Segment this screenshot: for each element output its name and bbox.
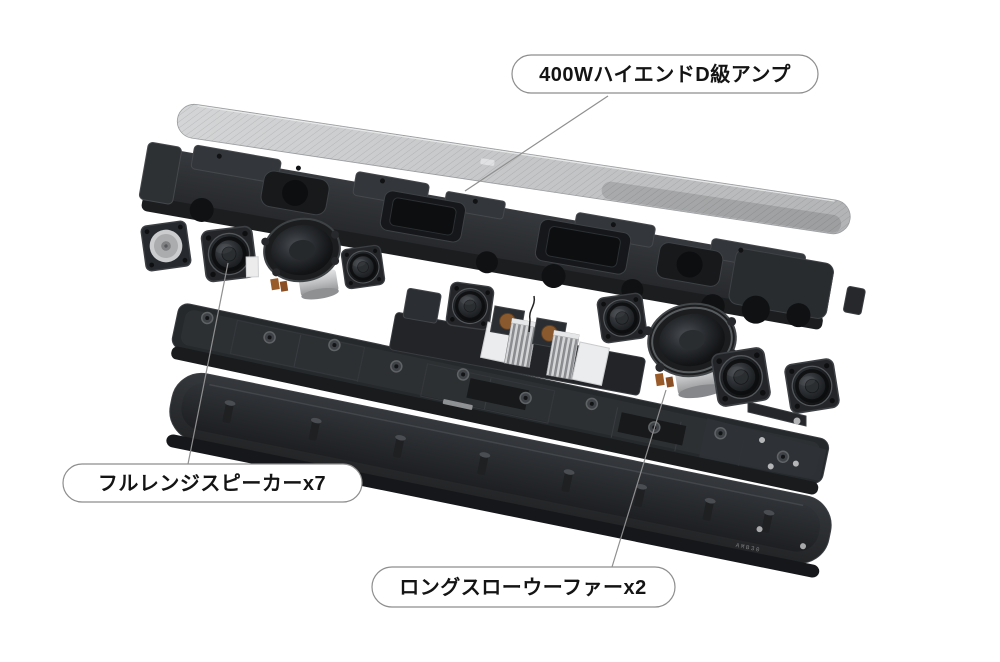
grille-shadow-region [601, 181, 842, 233]
driver-enclosure-box [402, 287, 442, 324]
chassis-arch-cutout [541, 264, 566, 289]
callout-fullrange-label: フルレンジスピーカーx7 [98, 472, 326, 495]
callout-amp-label: 400WハイエンドD級アンプ [539, 62, 791, 86]
bottom-shell-floor [181, 382, 820, 552]
chassis-speaker-opening [260, 170, 330, 216]
chassis-speaker-opening [379, 190, 466, 243]
grille-panel [176, 103, 851, 235]
full-range-driver [339, 243, 387, 291]
frame-sticker [442, 399, 473, 410]
callout-amp: 400WハイエンドD級アンプ [511, 54, 819, 94]
chassis-arch-cutout [741, 295, 770, 324]
leader-line-woofer [611, 389, 667, 568]
pcb-card [571, 341, 610, 386]
mid-frame-opening [466, 378, 530, 411]
grille-mesh-texture [177, 104, 851, 234]
amplifier-assembly [389, 280, 646, 396]
full-range-driver [708, 344, 774, 410]
chassis-arch-cutout [786, 303, 811, 328]
full-range-driver [594, 290, 650, 346]
chassis-arch-cutout [475, 251, 498, 274]
chassis-screws [216, 153, 744, 253]
chassis-end-block-left [138, 142, 182, 205]
bottom-shell-marking: AMB30 [735, 542, 761, 554]
driver-row [139, 217, 842, 427]
full-range-driver [444, 280, 496, 332]
long-throw-woofer-left [245, 217, 341, 300]
callout-woofer-label: ロングスローウーファーx2 [399, 575, 647, 599]
full-range-driver [782, 356, 842, 416]
top-chassis [138, 142, 834, 330]
bottom-shell-posts [222, 400, 775, 533]
leader-line-fullrange [187, 262, 229, 465]
grille-logo-mark [480, 158, 495, 166]
callout-fullrange: フルレンジスピーカーx7 [62, 463, 363, 503]
mid-frame-silver-screws [759, 437, 799, 470]
wire [528, 295, 536, 333]
chassis-speaker-opening [534, 218, 632, 275]
chassis-speaker-opening [655, 242, 724, 287]
bracket-piece-small [843, 286, 866, 315]
mounting-bracket [747, 401, 807, 427]
callout-woofer: ロングスローウーファーx2 [371, 566, 676, 608]
woofer-terminals [270, 278, 280, 291]
woofer-terminals [654, 372, 665, 387]
mid-frame-screw-bosses [201, 311, 790, 464]
mid-frame-front-face [171, 346, 819, 495]
full-range-driver-rear-view [139, 219, 193, 273]
mid-frame [171, 303, 830, 495]
leader-line-amp [464, 95, 609, 192]
chassis-arch-cutout [189, 197, 214, 222]
